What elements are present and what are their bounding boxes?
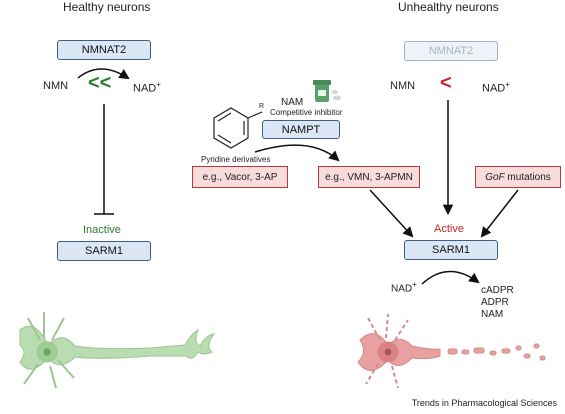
- product-nam: NAM: [481, 309, 504, 320]
- nam-label: NAM: [281, 97, 304, 108]
- unhealthy-neuron: [357, 313, 546, 389]
- vmn-to-sarm1-arrow: [369, 189, 414, 238]
- pyridine-structure: [213, 107, 263, 149]
- gof-mutations-box: GoF mutations: [475, 166, 561, 188]
- nmnat2-box-healthy: NMNAT2: [57, 40, 151, 60]
- nampt-box: NAMPT: [262, 120, 340, 139]
- nad-label-unhealthy: NAD+: [482, 80, 510, 95]
- healthy-neurons-title: Healthy neurons: [63, 0, 151, 14]
- sarm1-products-arrow: [421, 270, 480, 285]
- unhealthy-neurons-title: Unhealthy neurons: [398, 0, 499, 14]
- nad-input-label: NAD+: [391, 280, 417, 295]
- nmn-label-unhealthy: NMN: [390, 80, 416, 92]
- nmnat2-box-unhealthy: NMNAT2: [404, 41, 498, 61]
- nmn-label-healthy: NMN: [43, 80, 69, 92]
- product-adpr: ADPR: [481, 297, 509, 308]
- ratio-symbol-healthy: <<: [88, 72, 112, 94]
- vmn-box: e.g., VMN, 3-APMN: [318, 166, 420, 188]
- sarm1-box-unhealthy: SARM1: [404, 240, 498, 260]
- pyridine-to-vmn-arrow: [254, 144, 340, 162]
- nad-label-healthy: NAD+: [133, 80, 161, 95]
- product-cadpr: cADPR: [481, 285, 514, 296]
- pyridine-label: Pyridine derivatives: [201, 155, 271, 164]
- competitive-inhibitor-label: Competitive inhibitor: [270, 108, 343, 117]
- ratio-symbol-unhealthy: <: [440, 72, 452, 94]
- medicine-icon: [313, 80, 341, 102]
- journal-footer: Trends in Pharmacological Sciences: [411, 398, 557, 408]
- gof-to-sarm1-arrow: [480, 189, 519, 238]
- left-conversion-arrow: [77, 68, 130, 80]
- r-group-label: R: [259, 103, 265, 110]
- inactive-label: Inactive: [83, 224, 121, 236]
- healthy-neuron: [19, 312, 216, 389]
- sarm1-box-healthy: SARM1: [57, 241, 151, 261]
- vacor-box: e.g., Vacor, 3-AP: [192, 166, 288, 188]
- active-label: Active: [434, 223, 464, 235]
